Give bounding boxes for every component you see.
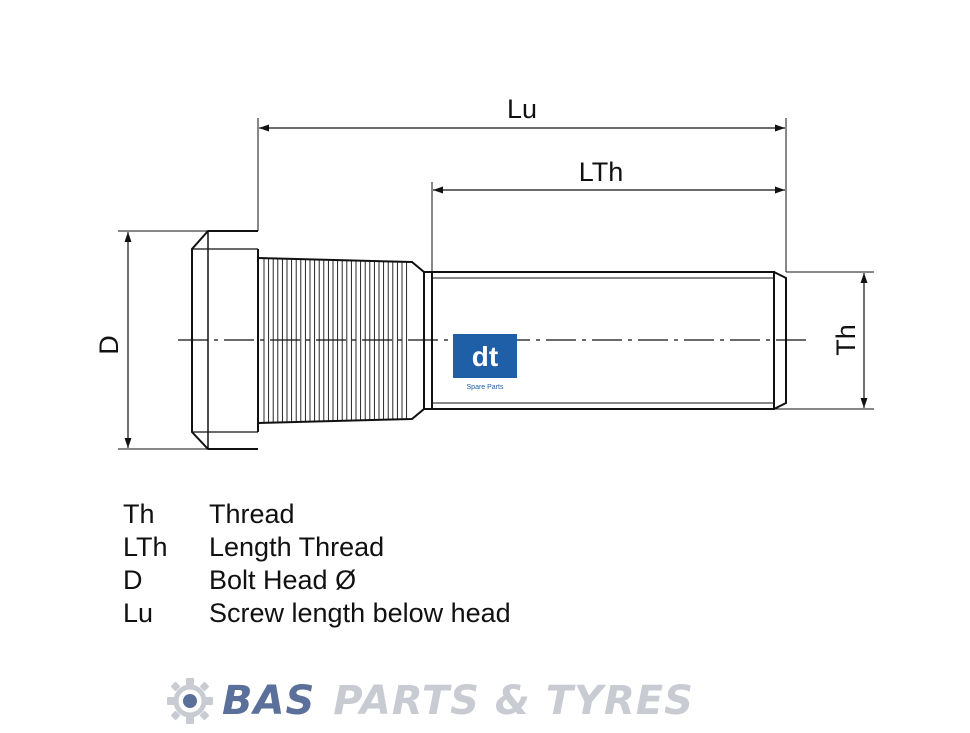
- legend-abbr: D: [123, 565, 143, 595]
- legend-row: Lu Screw length below head: [123, 597, 511, 630]
- logo-text: dt: [472, 341, 498, 372]
- legend-abbr: Th: [123, 499, 155, 529]
- label-th: Th: [831, 324, 861, 356]
- legend-desc: Length Thread: [209, 532, 385, 562]
- label-lth: LTh: [579, 157, 624, 187]
- legend-abbr: LTh: [123, 532, 168, 562]
- label-lu: Lu: [507, 94, 537, 124]
- dt-spare-parts-logo: dt Spare Parts: [453, 334, 517, 392]
- gear-icon: [167, 678, 213, 724]
- legend-row: Th Thread: [123, 498, 511, 531]
- legend-desc: Bolt Head Ø: [209, 565, 357, 595]
- legend-desc: Screw length below head: [209, 598, 511, 628]
- watermark: BAS PARTS & TYRES: [160, 676, 694, 726]
- legend-row: D Bolt Head Ø: [123, 564, 511, 597]
- legend-desc: Thread: [209, 499, 295, 529]
- watermark-rest: PARTS & TYRES: [333, 678, 694, 724]
- legend-abbr: Lu: [123, 598, 154, 628]
- watermark-brand: BAS: [222, 678, 316, 724]
- label-d: D: [94, 335, 124, 355]
- logo-subtext: Spare Parts: [467, 384, 504, 391]
- logo-box: [453, 334, 517, 378]
- legend-row: LTh Length Thread: [123, 531, 511, 564]
